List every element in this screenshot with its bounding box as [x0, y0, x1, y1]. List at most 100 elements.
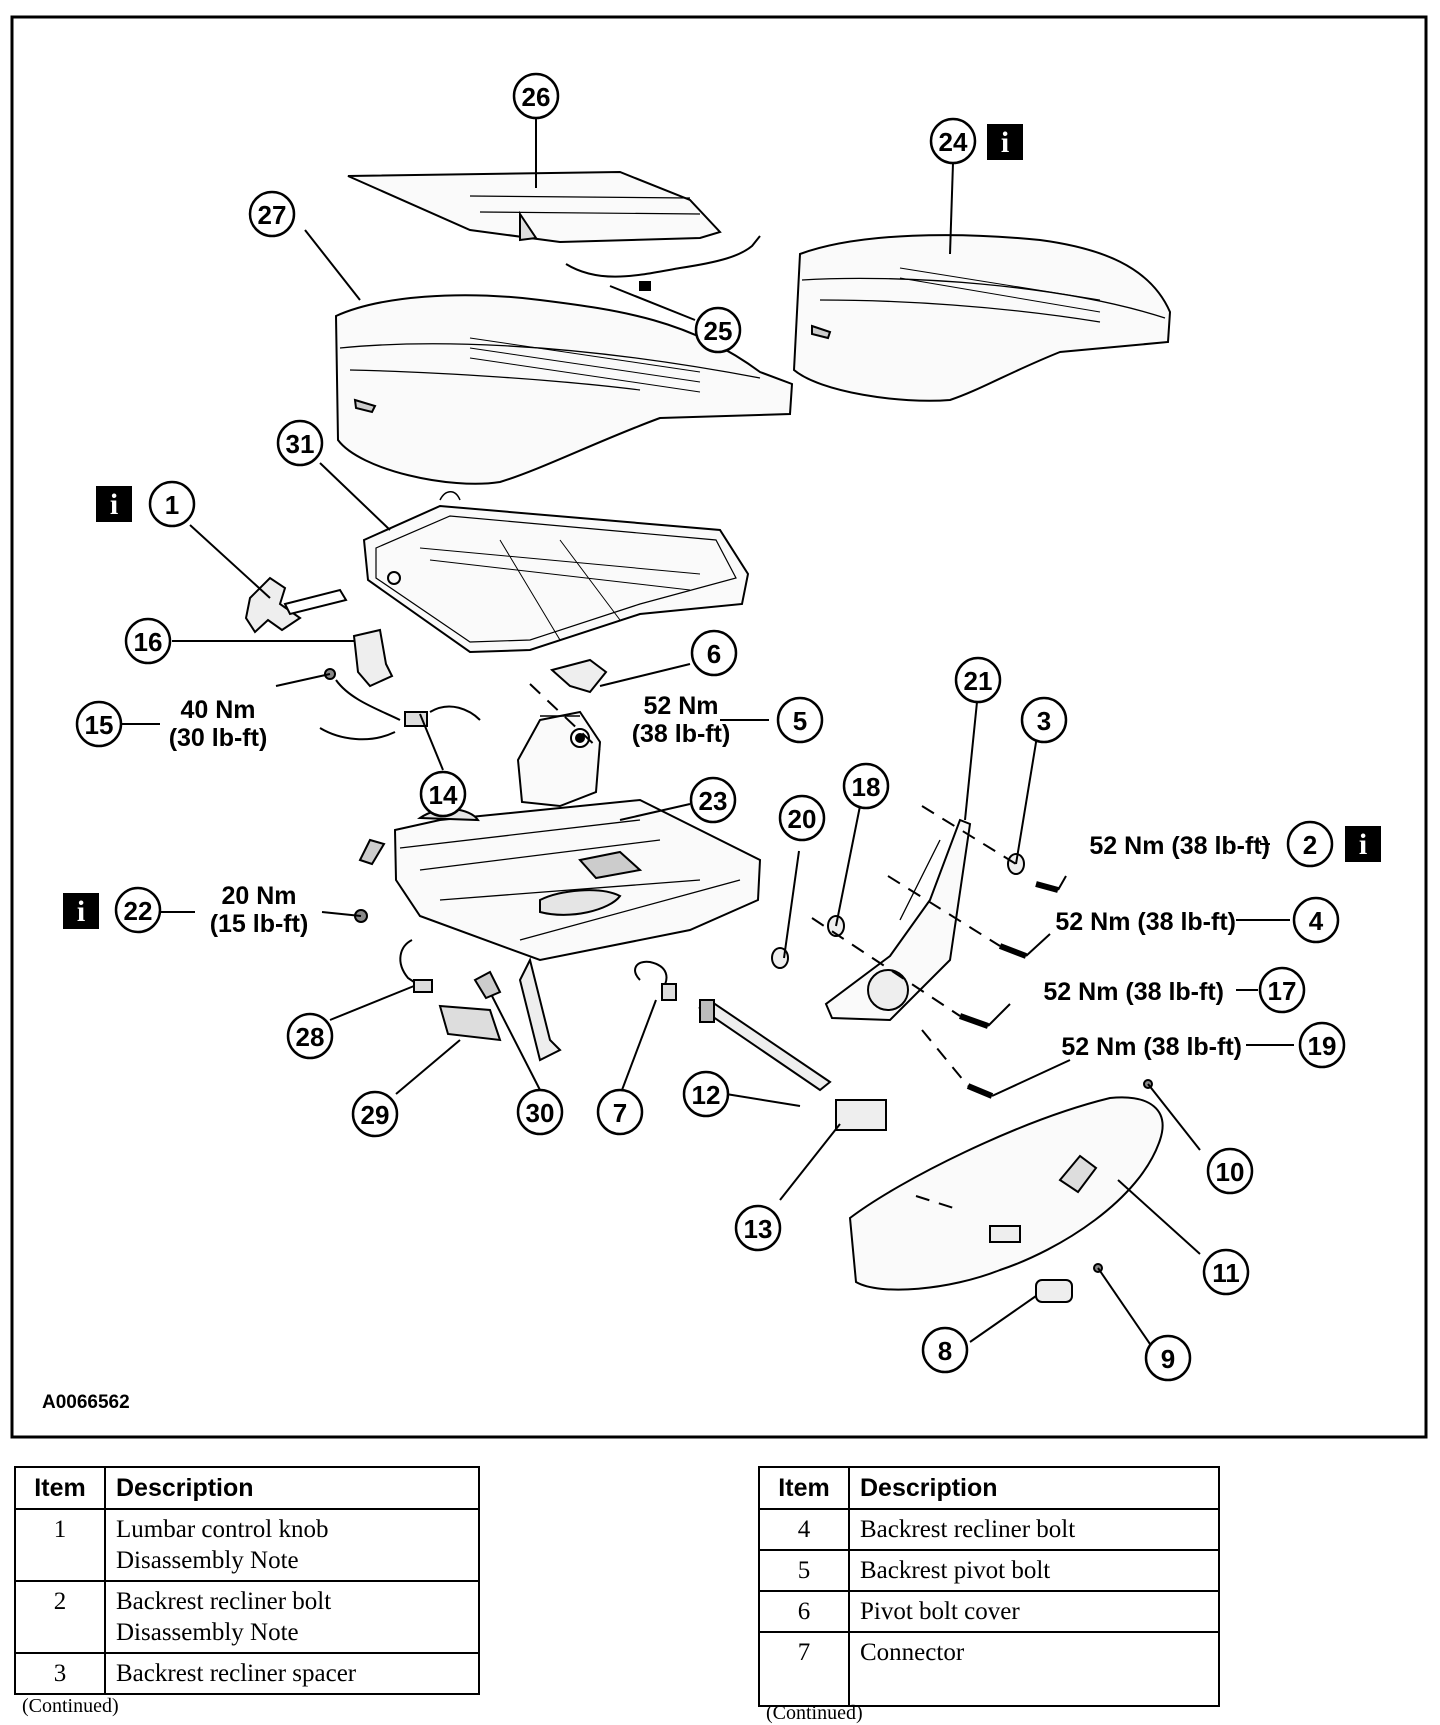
callout-26	[512, 72, 560, 120]
callout-3-label: 3	[1037, 706, 1051, 736]
callout-17	[1258, 966, 1306, 1014]
table-header-row: Item Description	[14, 1466, 480, 1510]
info-icon-22-label: i	[77, 895, 85, 928]
item-table-left: Item Description 1 Lumbar control knob D…	[14, 1466, 480, 1695]
callout-10-label: 10	[1216, 1157, 1245, 1187]
callout-9-label: 9	[1161, 1344, 1175, 1374]
callout-11	[1202, 1248, 1250, 1296]
callout-24-label: 24	[939, 127, 968, 157]
item-description: Backrest pivot bolt	[848, 1549, 1220, 1592]
callout-15	[75, 700, 123, 748]
callout-4	[1292, 896, 1340, 944]
torque-15-lbft: (30 lb-ft)	[169, 724, 268, 752]
torque-5-lbft: (38 lb-ft)	[632, 720, 731, 748]
callout-18-label: 18	[852, 772, 881, 802]
callout-13	[734, 1204, 782, 1252]
description-line: Lumbar control knob	[116, 1516, 329, 1543]
callout-17-label: 17	[1268, 976, 1297, 1006]
torque-4: 52 Nm (38 lb-ft)	[1055, 908, 1236, 936]
torque-17: 52 Nm (38 lb-ft)	[1043, 978, 1224, 1006]
callout-29-label: 29	[361, 1100, 390, 1130]
info-icon-24-label: i	[1001, 126, 1009, 159]
table-row: 3 Backrest recliner spacer	[14, 1652, 480, 1695]
callout-20	[778, 794, 826, 842]
item-number: 6	[758, 1590, 850, 1633]
info-icon-1: i	[96, 486, 132, 522]
torque-2: 52 Nm (38 lb-ft)	[1089, 832, 1270, 860]
torque-22-lbft: (15 lb-ft)	[210, 910, 309, 938]
description-note: Disassembly Note	[116, 1547, 299, 1574]
callout-25-label: 25	[704, 316, 733, 346]
callout-26-label: 26	[522, 82, 551, 112]
callout-19	[1298, 1021, 1346, 1069]
callout-5-label: 5	[793, 706, 807, 736]
callout-21-label: 21	[964, 666, 993, 696]
callout-18	[842, 762, 890, 810]
callout-23	[689, 776, 737, 824]
callout-25	[694, 306, 742, 354]
callout-20-label: 20	[788, 804, 817, 834]
item-table-right: Item Description 4 Backrest recliner bol…	[758, 1466, 1220, 1707]
callout-9	[1144, 1334, 1192, 1382]
header-description: Description	[104, 1466, 480, 1510]
item-description: Backrest recliner bolt Disassembly Note	[104, 1580, 480, 1654]
callout-1-label: 1	[165, 490, 179, 520]
continued-note-right: (Continued)	[766, 1702, 863, 1724]
description-line: Backrest recliner bolt	[116, 1588, 332, 1615]
callout-28	[286, 1012, 334, 1060]
callout-16	[124, 617, 172, 665]
header-description: Description	[848, 1466, 1220, 1510]
part-drawings	[244, 170, 1172, 1303]
callout-30	[516, 1088, 564, 1136]
callout-13-label: 13	[744, 1214, 773, 1244]
table-row: 1 Lumbar control knob Disassembly Note	[14, 1508, 480, 1582]
callout-6-label: 6	[707, 639, 721, 669]
item-number: 5	[758, 1549, 850, 1592]
callout-7-label: 7	[613, 1098, 627, 1128]
callout-30-label: 30	[526, 1098, 555, 1128]
table-row: 5 Backrest pivot bolt	[758, 1549, 1220, 1592]
seat-exploded-diagram: 26 24 27 25 31 1 16 6 15 5 21 3 14 23 18…	[10, 15, 1428, 1439]
continued-note-left: (Continued)	[22, 1695, 119, 1717]
item-number: 1	[14, 1508, 106, 1582]
diagram-frame	[10, 15, 1428, 1439]
info-icon-2-label: i	[1359, 828, 1367, 861]
callout-23-label: 23	[699, 786, 728, 816]
callout-22-label: 22	[124, 896, 153, 926]
callout-19-label: 19	[1308, 1031, 1337, 1061]
info-icons: i i i i	[63, 124, 1381, 929]
callout-27	[248, 190, 296, 238]
description-note: Disassembly Note	[116, 1619, 299, 1646]
table-row: 2 Backrest recliner bolt Disassembly Not…	[14, 1580, 480, 1654]
callout-31	[276, 419, 324, 467]
callout-12-label: 12	[692, 1080, 721, 1110]
callout-28-label: 28	[296, 1022, 325, 1052]
info-icon-22: i	[63, 893, 99, 929]
info-icon-24: i	[987, 124, 1023, 160]
callout-24	[929, 117, 977, 165]
callout-31-label: 31	[286, 429, 315, 459]
callout-29	[351, 1090, 399, 1138]
table-header-row: Item Description	[758, 1466, 1220, 1510]
figure-id: A0066562	[42, 1392, 130, 1413]
callout-2	[1286, 820, 1334, 868]
callout-10	[1206, 1147, 1254, 1195]
item-description: Lumbar control knob Disassembly Note	[104, 1508, 480, 1582]
torque-19: 52 Nm (38 lb-ft)	[1061, 1033, 1242, 1061]
callout-6	[690, 629, 738, 677]
item-description: Backrest recliner spacer	[104, 1652, 480, 1695]
callout-1	[148, 480, 196, 528]
callout-7	[596, 1088, 644, 1136]
callout-27-label: 27	[258, 200, 287, 230]
callout-8-label: 8	[938, 1336, 952, 1366]
table-row: 4 Backrest recliner bolt	[758, 1508, 1220, 1551]
info-icon-2: i	[1345, 826, 1381, 862]
torque-5-nm: 52 Nm	[643, 692, 718, 720]
item-description: Backrest recliner bolt	[848, 1508, 1220, 1551]
callout-21	[954, 656, 1002, 704]
info-icon-1-label: i	[110, 488, 118, 521]
callout-8	[921, 1326, 969, 1374]
header-item: Item	[758, 1466, 850, 1510]
callout-14	[419, 770, 467, 818]
callout-12	[682, 1070, 730, 1118]
